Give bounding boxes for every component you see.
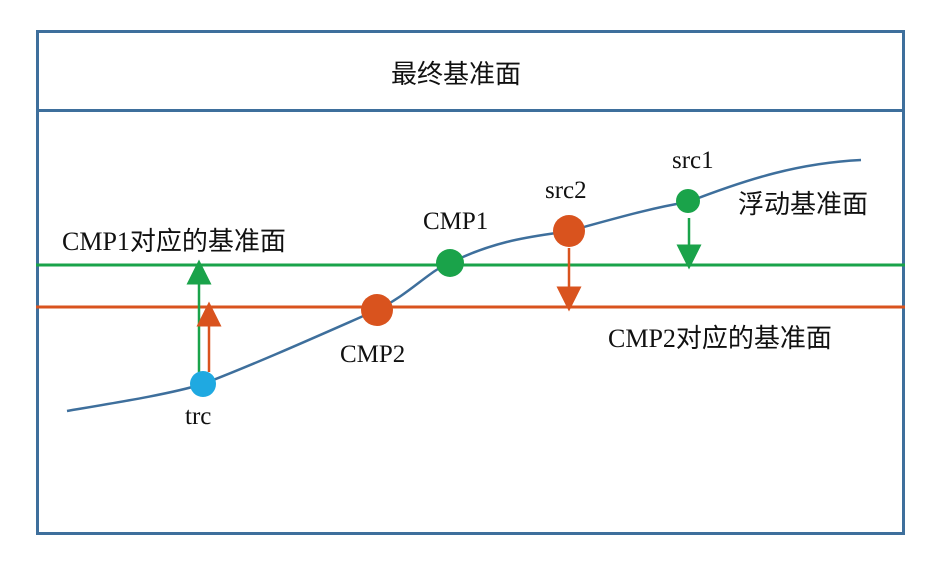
- diagram-frame: [36, 30, 905, 535]
- src2-point: [553, 215, 585, 247]
- cmp1-point: [436, 249, 464, 277]
- cmp1-label: CMP1: [423, 208, 489, 235]
- floating-datum-label: 浮动基准面: [738, 190, 869, 219]
- title-separator: [36, 109, 905, 112]
- cmp2-datum-label: CMP2对应的基准面: [608, 324, 832, 353]
- cmp2-point: [361, 294, 393, 326]
- src1-label: src1: [672, 147, 714, 174]
- cmp1-datum-label: CMP1对应的基准面: [62, 227, 286, 256]
- trc-label: trc: [185, 403, 212, 430]
- src1-point: [676, 189, 700, 213]
- trc-point: [190, 371, 216, 397]
- final-datum-title: 最终基准面: [391, 60, 522, 89]
- src2-label: src2: [545, 177, 587, 204]
- cmp2-label: CMP2: [340, 341, 406, 368]
